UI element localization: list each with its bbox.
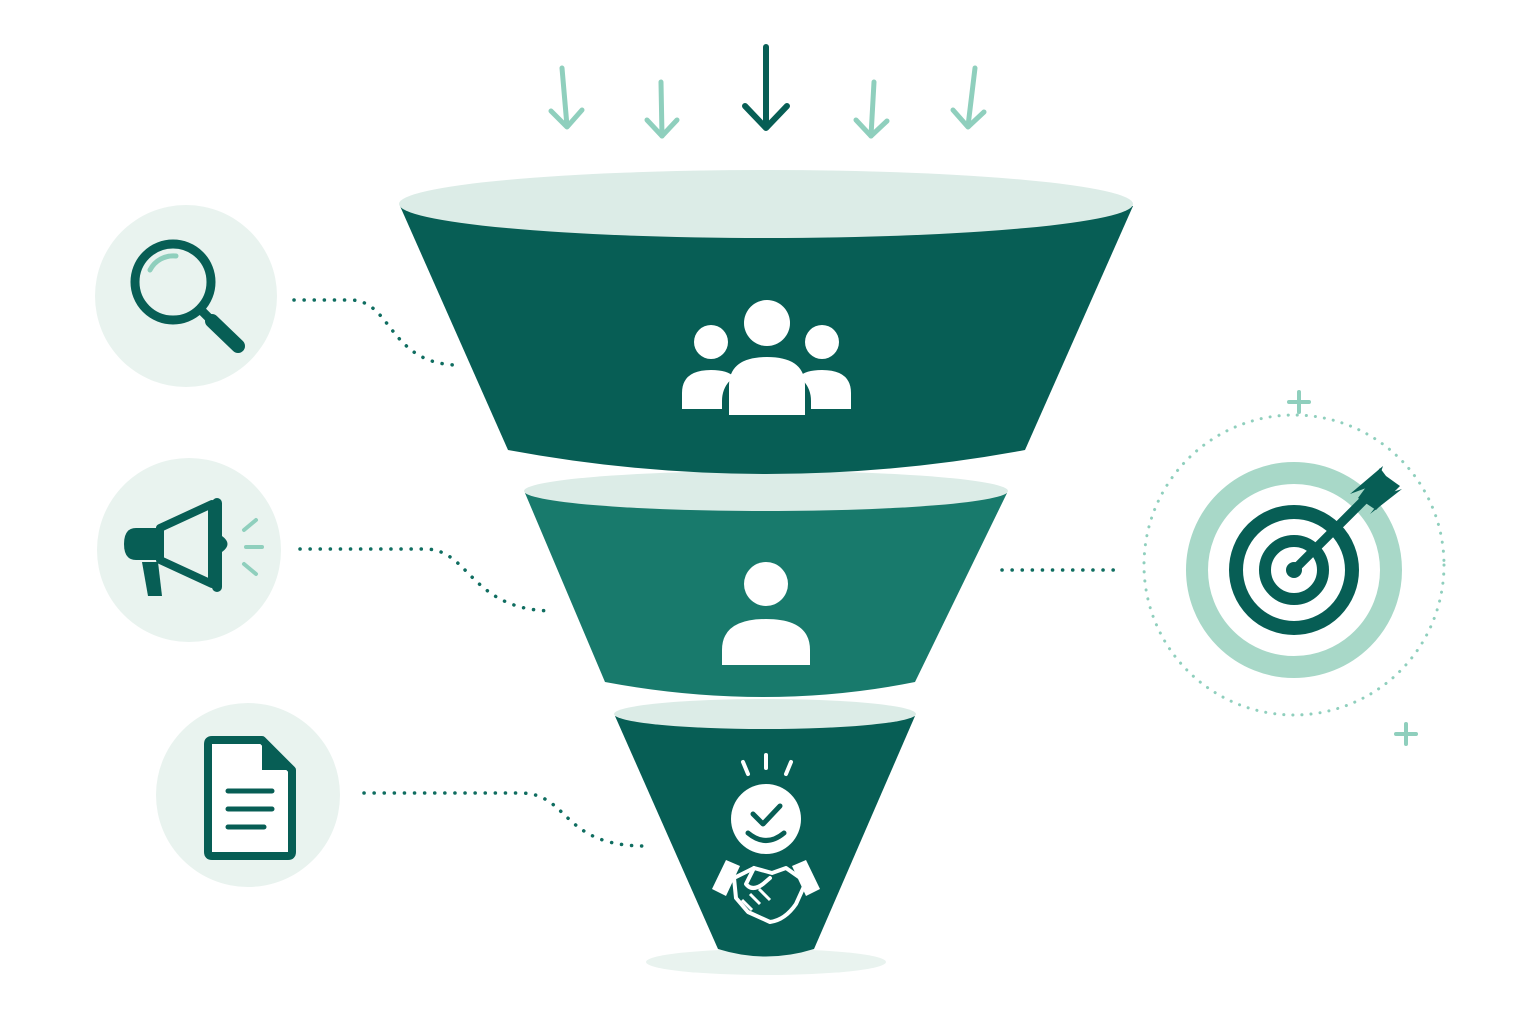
incoming-arrows (548, 44, 987, 139)
conversion-shadow (646, 949, 886, 975)
incoming-arrow-3 (742, 44, 790, 131)
search-icon-badge (95, 205, 277, 387)
connector-search (292, 298, 457, 367)
conversion-rim (614, 699, 916, 729)
incoming-arrow-2 (644, 79, 680, 139)
goal-target (1142, 390, 1446, 746)
consideration-rim (524, 471, 1008, 511)
magnifier-icon (130, 239, 245, 353)
connector-content (362, 791, 647, 848)
megaphone-icon (124, 498, 264, 596)
awareness-rim (399, 170, 1133, 238)
incoming-arrow-5 (950, 65, 987, 130)
plus-icon-small (1394, 722, 1418, 746)
connector-promotion (298, 547, 554, 613)
single-user-icon (722, 562, 810, 665)
plus-icon (1287, 390, 1311, 414)
connector-lines (292, 298, 1124, 848)
side-icon-content (156, 703, 340, 887)
megaphone-icon-badge (97, 458, 281, 642)
side-icon-search (95, 205, 277, 387)
incoming-arrow-1 (548, 65, 585, 130)
side-icon-promotion (97, 458, 281, 642)
incoming-arrow-4 (853, 79, 890, 139)
goal-dotted-halo (1142, 413, 1446, 717)
target-arrow-icon (1186, 462, 1402, 678)
handshake-check-icon (712, 753, 820, 924)
group-users-icon (682, 300, 851, 415)
document-icon (204, 736, 296, 860)
